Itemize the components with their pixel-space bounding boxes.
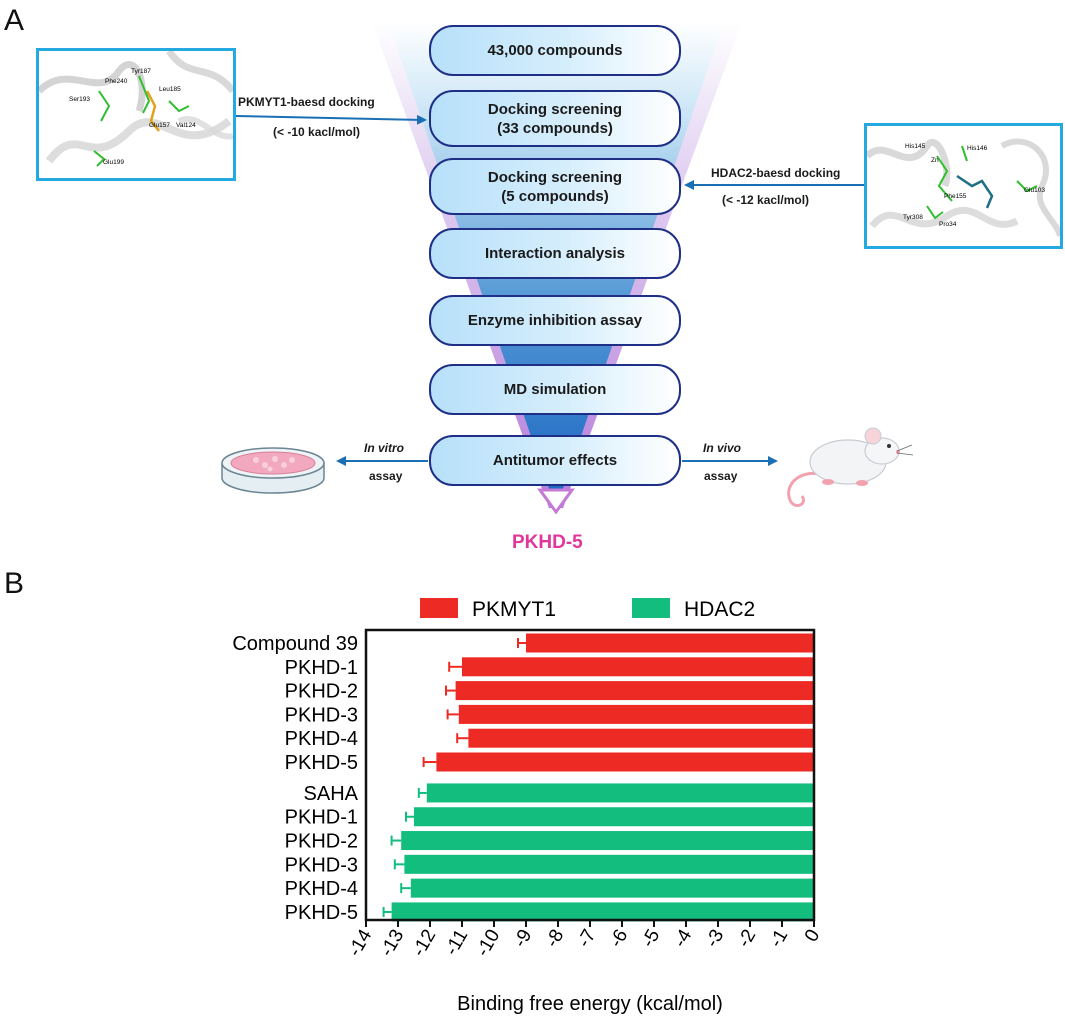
step-box: Antitumor effects — [429, 435, 681, 486]
residue-label: His146 — [967, 145, 988, 152]
legend-swatch-hdac2 — [632, 598, 670, 618]
bar-hdac2-pkhd-3 — [404, 854, 814, 874]
step-line: MD simulation — [503, 381, 607, 398]
step-line: Interaction analysis — [484, 245, 626, 262]
mouse-illustration — [787, 427, 914, 507]
category-label: PKHD-1 — [285, 657, 358, 679]
residue-label: Val124 — [176, 122, 196, 129]
hdac2-docking-label: HDAC2-baesd docking — [711, 166, 841, 180]
step-line: (33 compounds) — [497, 119, 613, 137]
panel-a-letter: A — [4, 4, 25, 37]
category-label: SAHA — [304, 783, 359, 805]
category-label: Compound 39 — [232, 633, 358, 655]
in-vitro-label: In vitro — [364, 441, 405, 455]
residue-label: Tyr308 — [903, 214, 923, 221]
pkmyt1-docking-label: PKMYT1-baesd docking — [238, 95, 375, 109]
x-tick-label: -5 — [638, 926, 665, 951]
legend-label-pkmyt1: PKMYT1 — [472, 598, 556, 621]
bar-hdac2-pkhd-5 — [391, 902, 814, 922]
residue-label: Glu157 — [149, 122, 170, 129]
category-label: PKHD-3 — [285, 854, 358, 876]
x-tick-label: -14 — [344, 926, 376, 961]
step-line: Docking screening — [487, 168, 623, 186]
step-line: Docking screening — [487, 100, 623, 118]
x-tick-label: -3 — [702, 926, 729, 951]
category-label: PKHD-4 — [285, 728, 358, 750]
step-box: Interaction analysis — [429, 228, 681, 279]
hdac2-threshold-label: (< -12 kacl/mol) — [722, 193, 810, 207]
legend-swatch-pkmyt1 — [420, 598, 458, 618]
step-line: 43,000 compounds — [487, 42, 623, 59]
x-tick-label: -11 — [441, 926, 472, 959]
residue-label: Glu103 — [1024, 187, 1045, 194]
pkmyt1-docking-render: Tyr187 Phe240 Ser193 Leu185 Glu157 Val12… — [39, 51, 233, 167]
bar-pkmyt1-pkhd-2 — [455, 681, 814, 701]
residue-label: Tyr187 — [131, 68, 151, 75]
x-tick-label: -2 — [734, 926, 761, 951]
step-box: MD simulation — [429, 364, 681, 415]
x-axis-title: Binding free energy (kcal/mol) — [457, 993, 723, 1015]
category-label: PKHD-4 — [285, 878, 358, 900]
x-tick-label: -10 — [472, 926, 504, 960]
petri-dish-illustration — [221, 447, 325, 494]
x-tick-label: -1 — [766, 926, 793, 951]
step-line: Antitumor effects — [492, 452, 618, 469]
left-docking-arrow — [235, 114, 427, 125]
residue-label: Zn — [931, 157, 939, 164]
category-label: PKHD-5 — [285, 752, 358, 774]
chart-legend: PKMYT1 HDAC2 — [420, 598, 755, 621]
step-box: 43,000 compounds — [429, 25, 681, 76]
bar-pkmyt1-pkhd-5 — [436, 752, 814, 772]
final-compound-label: PKHD-5 — [512, 532, 583, 553]
x-tick-label: -13 — [376, 926, 408, 960]
residue-label: Glu199 — [103, 159, 124, 166]
step-box: Docking screening (33 compounds) — [429, 90, 681, 147]
bar-hdac2-pkhd-1 — [414, 807, 814, 827]
in-vivo-label: In vivo — [703, 441, 742, 455]
in-vivo-assay-label: assay — [704, 469, 738, 483]
hdac2-docking-render: His145 His146 Zn Phe155 Glu103 Tyr308 Pr… — [867, 138, 1060, 237]
step-line: Enzyme inhibition assay — [467, 312, 643, 329]
x-tick-label: -12 — [408, 926, 440, 960]
category-label: PKHD-5 — [285, 902, 358, 924]
step-line: (5 compounds) — [501, 187, 609, 205]
funnel-tip — [537, 488, 575, 515]
bar-pkmyt1-pkhd-3 — [458, 704, 814, 724]
x-tick-label: -4 — [670, 926, 697, 952]
hdac2-docking-inset: His145 His146 Zn Phe155 Glu103 Tyr308 Pr… — [864, 123, 1063, 249]
category-label: PKHD-3 — [285, 704, 358, 726]
residue-label: Leu185 — [159, 86, 181, 93]
bar-pkmyt1-pkhd-1 — [462, 657, 814, 677]
x-tick-label: -6 — [606, 926, 633, 951]
step-box: Enzyme inhibition assay — [429, 295, 681, 346]
chart-bars — [382, 633, 814, 922]
bar-pkmyt1-compound-39 — [526, 633, 814, 653]
bar-pkmyt1-pkhd-4 — [468, 728, 814, 748]
x-tick-label: -8 — [542, 926, 569, 951]
bar-hdac2-saha — [426, 783, 814, 803]
step-box: Docking screening (5 compounds) — [429, 158, 681, 215]
in-vitro-assay-label: assay — [369, 469, 403, 483]
legend-label-hdac2: HDAC2 — [684, 598, 755, 621]
x-tick-label: 0 — [801, 926, 824, 946]
residue-label: Ser193 — [69, 96, 90, 103]
x-tick-label: -9 — [510, 926, 537, 951]
pkmyt1-threshold-label: (< -10 kacl/mol) — [273, 125, 361, 139]
pkmyt1-docking-inset: Tyr187 Phe240 Ser193 Leu185 Glu157 Val12… — [36, 48, 236, 181]
residue-label: Pro34 — [939, 221, 957, 228]
x-tick-label: -7 — [574, 926, 601, 951]
panel-b-letter: B — [4, 567, 25, 600]
category-label: PKHD-2 — [285, 831, 358, 853]
category-label: PKHD-1 — [285, 807, 358, 829]
bar-hdac2-pkhd-2 — [401, 831, 814, 851]
residue-label: Phe155 — [944, 193, 967, 200]
bar-hdac2-pkhd-4 — [410, 878, 814, 898]
residue-label: Phe240 — [105, 78, 128, 85]
residue-label: His145 — [905, 143, 926, 150]
category-label: PKHD-2 — [285, 681, 358, 703]
